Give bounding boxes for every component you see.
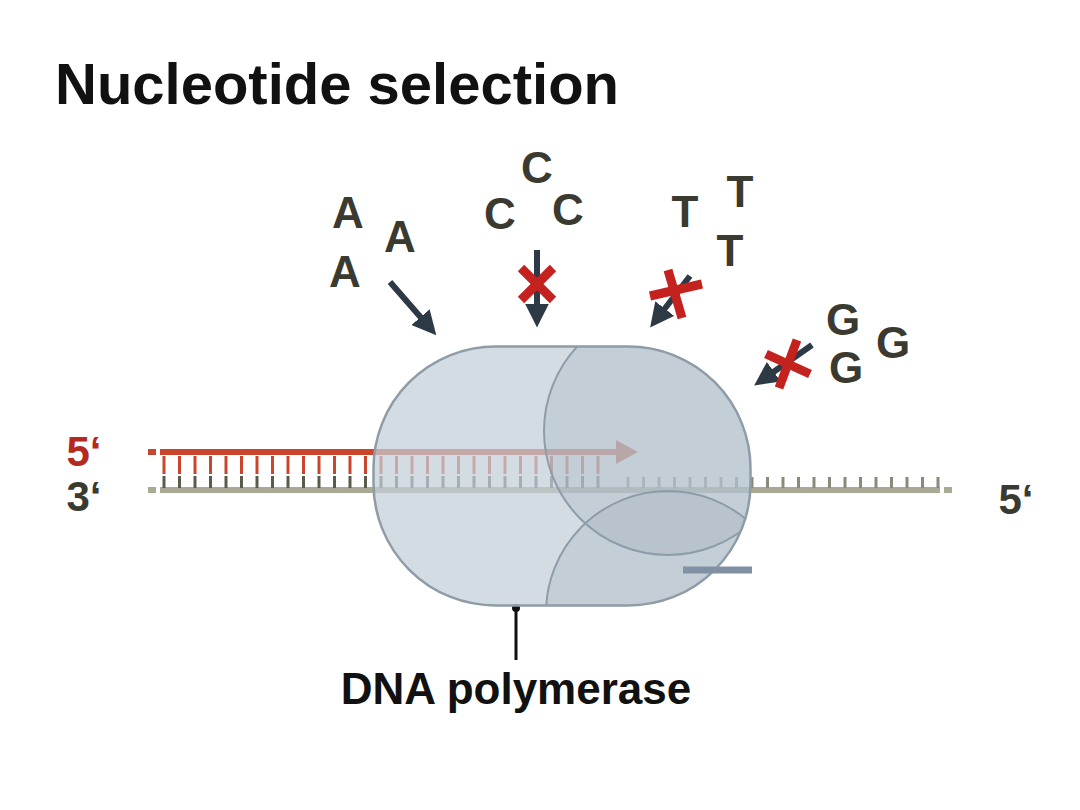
base-tick [349,456,352,474]
strand-dash [944,487,952,493]
base-tick [333,456,336,474]
base-tick [225,456,228,474]
diagram-title: Nucleotide selection [55,50,619,117]
base-tick [163,456,166,474]
nucleotide: C [552,188,584,232]
nucleotide: G [829,346,863,390]
nucleotide: C [484,192,516,236]
strand-end: 5‘ [66,431,101,473]
reject-cross [650,270,702,318]
nucleotide: A [332,191,364,235]
nucleotide: G [876,321,910,365]
base-tick [271,476,274,488]
base-tick [364,456,367,474]
entry-arrow [390,282,430,328]
base-tick [209,476,212,488]
base-tick [271,456,274,474]
nucleotide: G [826,298,860,342]
base-tick [766,477,769,488]
base-tick [844,477,847,488]
base-tick [333,476,336,488]
base-tick [256,476,259,488]
base-tick [813,477,816,488]
base-tick [194,456,197,474]
reject-cross [521,268,553,300]
base-tick [302,476,305,488]
base-tick [209,456,212,474]
base-tick [240,476,243,488]
strand-end: 5‘ [998,479,1033,521]
base-tick [921,477,924,488]
enzyme-blob: DNA polymerase [372,345,752,607]
strand-end: 3‘ [66,476,101,518]
nucleotide: T [717,229,744,273]
direction-arrow [683,567,752,574]
base-tick [287,456,290,474]
base-tick [828,477,831,488]
leader-line [515,606,518,660]
base-tick [287,476,290,488]
base-tick [364,476,367,488]
base-tick [240,456,243,474]
enzyme-shape [372,345,752,607]
strand-dash [148,449,156,455]
base-tick [937,477,940,488]
base-tick [318,476,321,488]
base-tick [797,477,800,488]
base-tick [782,477,785,488]
nucleotide: T [672,190,699,234]
enzyme-label: DNA polymerase [341,667,692,711]
base-tick [302,456,305,474]
base-tick [225,476,228,488]
nucleotide: A [329,250,361,294]
base-tick [163,476,166,488]
base-tick [318,456,321,474]
enzyme-domain [546,491,751,606]
base-tick [890,477,893,488]
base-tick [256,456,259,474]
strand-dash [148,487,156,493]
reject-cross [766,340,810,388]
nucleotide: C [521,146,553,190]
nucleotide: A [384,215,416,259]
base-tick [875,477,878,488]
nucleotide: T [727,170,754,214]
base-tick [906,477,909,488]
base-tick [178,476,181,488]
base-tick [859,477,862,488]
base-tick [194,476,197,488]
base-tick [349,476,352,488]
base-tick [178,456,181,474]
